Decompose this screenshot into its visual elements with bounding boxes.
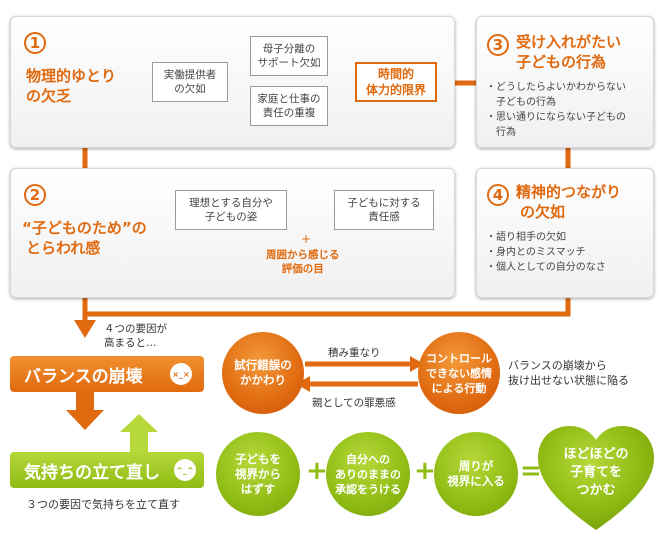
box-separation-support: 母子分離のサポート欠如 <box>250 36 328 76</box>
circle-uncontrollable: コントロールできない感情による行動 <box>418 332 500 414</box>
panel1-title-1: 物理的ゆとり <box>26 67 117 85</box>
panel4-number: 4 <box>487 184 509 206</box>
panel3-bullet-1: ・どうしたらよいかわからない <box>486 82 626 93</box>
recover-face-icon: ^_^ <box>174 459 196 481</box>
panel4-title-1: 精神的つながり <box>516 183 622 201</box>
arrow-label-accumulate: 積み重なり <box>328 347 381 359</box>
panel1-title-2: の欠乏 <box>26 87 72 105</box>
panel4-title-2: の欠如 <box>520 203 566 221</box>
panel4-bullet-1: ・語り相手の欠如 <box>486 232 566 243</box>
arrow-label-guilt: 親としての罪悪感 <box>312 397 396 409</box>
panel1-number: 1 <box>24 32 46 54</box>
panel2-title-1: “子どものため”の <box>22 219 147 237</box>
panel2-number: 2 <box>24 184 46 206</box>
circle-self-approval: 自分へのありのままの承認をうける <box>326 432 410 516</box>
panel3-bullet-3: ・思い通りにならない子どもの <box>486 112 626 123</box>
circle-trial-error: 試行錯誤のかかわり <box>222 332 304 414</box>
panel3-title-2: 子どもの行為 <box>516 53 607 71</box>
panel3-bullet-4: 行為 <box>486 127 516 138</box>
box-no-provider: 実働提供者の欠如 <box>152 62 228 102</box>
pressure-label: 周囲から感じる評価の目 <box>266 249 340 275</box>
plus-1: + <box>306 456 328 486</box>
box-responsibility: 子どもに対する責任感 <box>334 190 434 230</box>
plus-2: + <box>414 456 436 486</box>
panel2-title-2: とらわれ感 <box>26 239 101 257</box>
box-home-work: 家庭と仕事の責任の重複 <box>250 86 328 126</box>
panel4-bullet-2: ・身内とのミスマッチ <box>486 247 586 258</box>
collapse-face-icon: ×_× <box>170 363 192 385</box>
pressure-plus: + <box>301 232 312 246</box>
recover-banner: 気持ちの立て直し <box>10 452 204 488</box>
box-time-limit: 時間的体力的限界 <box>355 62 437 102</box>
circle-surroundings: 周りが視界に入る <box>434 432 518 516</box>
equals-sign: = <box>520 456 542 486</box>
panel3-title-1: 受け入れがたい <box>516 33 622 51</box>
cycle-note: バランスの崩壊から抜け出せない状態に陥る <box>508 359 629 387</box>
panel3-number: 3 <box>487 34 509 56</box>
panel-obsession <box>10 168 455 298</box>
four-factors-note: ４つの要因が高まると… <box>104 323 167 349</box>
heart-text: ほどほどの子育てをつかむ <box>563 447 629 498</box>
circle-remove-child: 子どもを視界からはずす <box>216 432 300 516</box>
three-factors-note: ３つの要因で気持ちを立て直す <box>26 498 180 511</box>
box-ideal-self: 理想とする自分や子どもの姿 <box>175 190 287 230</box>
panel4-bullet-3: ・個人としての自分のなさ <box>486 262 606 273</box>
panel3-bullet-2: 子どもの行為 <box>486 97 556 108</box>
